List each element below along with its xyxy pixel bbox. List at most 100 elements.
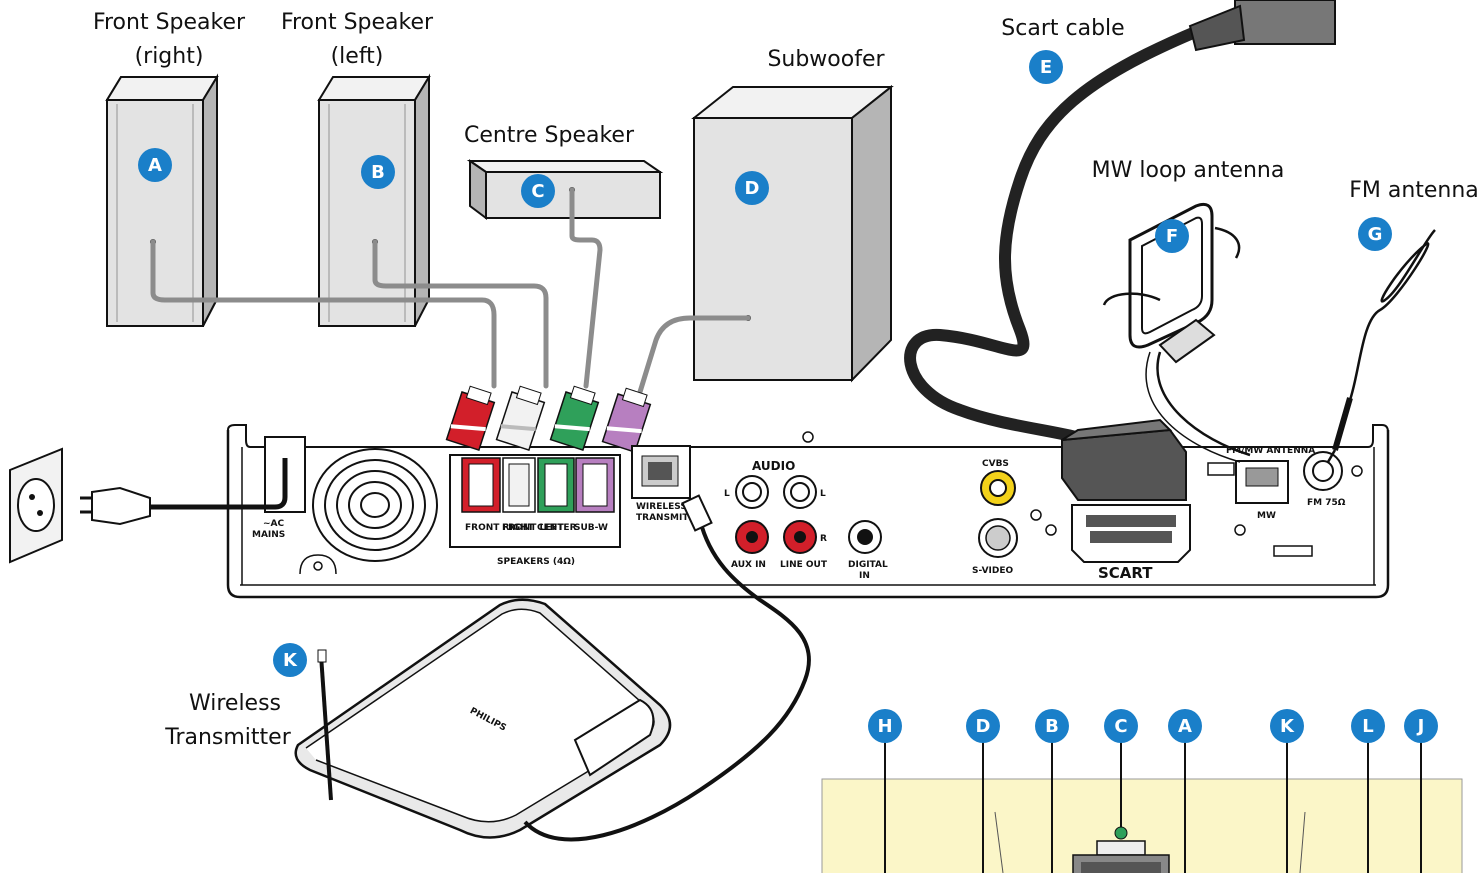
inset-badge-k: K: [1270, 709, 1304, 743]
badge-b: B: [361, 155, 395, 189]
terminal-center: CENTER: [537, 523, 577, 533]
component-labels: Front Speaker (right) Front Speaker (lef…: [93, 10, 1479, 750]
inset-badge-h: H: [868, 709, 902, 743]
wireless-transmitter: PHILIPS: [294, 494, 811, 842]
plug-front-left: [495, 385, 546, 452]
svg-text:J: J: [1416, 716, 1425, 737]
audio-label: AUDIO: [752, 459, 795, 473]
digital-in-jack: DIGITAL IN: [848, 520, 888, 581]
label-fm-antenna: FM antenna: [1349, 178, 1479, 203]
label-mw-loop-antenna: MW loop antenna: [1092, 158, 1285, 183]
antenna-terminals: FM/MW ANTENNA MW FM 75Ω: [1207, 446, 1346, 521]
inset-panel: [821, 742, 1463, 873]
fm-75-label: FM 75Ω: [1307, 498, 1346, 508]
line-out-label: LINE OUT: [780, 560, 828, 570]
audio-l-right: L: [820, 489, 826, 499]
aux-in-label: AUX IN: [731, 560, 766, 570]
audio-r-right: R: [820, 534, 827, 544]
wireless-transmitter-port: WIRELESS TRANSMITTER: [631, 445, 708, 523]
mw-loop-antenna: [1102, 202, 1251, 463]
badge-g: G: [1358, 217, 1392, 251]
ac-mains-label-1: ~AC: [263, 519, 285, 529]
svg-text:D: D: [745, 178, 760, 199]
wall-outlet-icon: [9, 447, 63, 564]
digital-in-label-1: DIGITAL: [848, 560, 888, 570]
inset-badge-a: A: [1168, 709, 1202, 743]
label-wireless-transmitter-1: Wireless: [189, 691, 281, 716]
label-front-speaker-left-2: (left): [331, 44, 384, 69]
fm-antenna: [1326, 229, 1436, 463]
wireless-port-label-1: WIRELESS: [636, 502, 687, 512]
plug-sub-w: [601, 387, 652, 454]
plug-front-right: [445, 385, 496, 452]
svg-text:K: K: [1280, 716, 1295, 737]
fan-grille-icon: [312, 448, 438, 562]
network-plug: [681, 494, 713, 532]
aux-in-r-jack: [735, 520, 769, 554]
badge-k: K: [273, 643, 307, 677]
terminal-front-right: FRONT RIGHT: [465, 523, 535, 533]
fm-75-jack: [1303, 451, 1343, 491]
label-scart-cable: Scart cable: [1001, 16, 1124, 41]
svg-text:B: B: [371, 162, 385, 183]
label-front-speaker-right-1: Front Speaker: [93, 10, 246, 35]
svg-text:E: E: [1040, 57, 1052, 78]
receiver-back-panel: [226, 424, 1390, 599]
line-out-l-jack: [783, 475, 817, 509]
svg-text:H: H: [877, 716, 892, 737]
audio-l-left: L: [724, 489, 730, 499]
badge-a: A: [138, 148, 172, 182]
label-front-speaker-left-1: Front Speaker: [281, 10, 434, 35]
svg-text:L: L: [1362, 716, 1373, 737]
plug-center: [549, 385, 600, 452]
inset-badge-c: C: [1104, 709, 1138, 743]
label-front-speaker-right-2: (right): [135, 44, 204, 69]
centre-speaker: [466, 159, 664, 220]
inset-badge-d: D: [966, 709, 1000, 743]
svg-text:C: C: [1114, 716, 1127, 737]
label-centre-speaker: Centre Speaker: [464, 123, 635, 148]
cvbs-jack: [980, 470, 1016, 506]
cvbs-label: CVBS: [982, 459, 1009, 469]
front-speaker-left: [317, 73, 431, 327]
badge-f: F: [1155, 219, 1189, 253]
scart-cable: [904, 0, 1336, 501]
terminal-sub-w: SUB-W: [574, 523, 608, 533]
front-speaker-right: [105, 73, 219, 327]
speaker-cables: [150, 187, 751, 395]
aux-in-l-jack: [735, 475, 769, 509]
badge-d: D: [735, 171, 769, 205]
svg-text:B: B: [1045, 716, 1059, 737]
svg-text:A: A: [148, 155, 162, 176]
badge-c: C: [521, 174, 555, 208]
fm-mw-antenna-label: FM/MW ANTENNA: [1226, 446, 1315, 456]
svg-text:C: C: [531, 181, 544, 202]
digital-in-label-2: IN: [859, 571, 870, 581]
speaker-plugs: [445, 385, 652, 454]
video-section: CVBS S-VIDEO: [972, 459, 1018, 576]
inset-badge-j: J: [1404, 709, 1438, 743]
power-cord: [80, 458, 288, 526]
wireless-port-label-2: TRANSMITTER: [636, 513, 708, 523]
svg-text:A: A: [1178, 716, 1192, 737]
speakers-caption: SPEAKERS (4Ω): [497, 557, 575, 567]
audio-section: AUDIO L L R AUX IN LINE OUT: [724, 459, 828, 570]
inset-badge-l: L: [1351, 709, 1385, 743]
line-out-r-jack: [783, 520, 817, 554]
badge-e: E: [1029, 50, 1063, 84]
callout-badges: A B C D E F G K H D B C A K L J: [138, 50, 1438, 743]
terminal-front-left: FRONT LEFT: [502, 523, 565, 533]
svg-text:G: G: [1368, 224, 1383, 245]
subwoofer: [691, 84, 894, 383]
label-wireless-transmitter-2: Transmitter: [164, 725, 291, 750]
s-video-label: S-VIDEO: [972, 566, 1013, 576]
label-subwoofer: Subwoofer: [767, 47, 885, 72]
ac-mains-label-2: MAINS: [252, 530, 285, 540]
scart-label: SCART: [1098, 564, 1153, 582]
svg-text:F: F: [1166, 226, 1178, 247]
scart-socket: SCART: [1071, 504, 1191, 582]
mw-label: MW: [1257, 511, 1276, 521]
speaker-terminals: FRONT RIGHT FRONT LEFT CENTER SUB-W SPEA…: [449, 454, 621, 567]
